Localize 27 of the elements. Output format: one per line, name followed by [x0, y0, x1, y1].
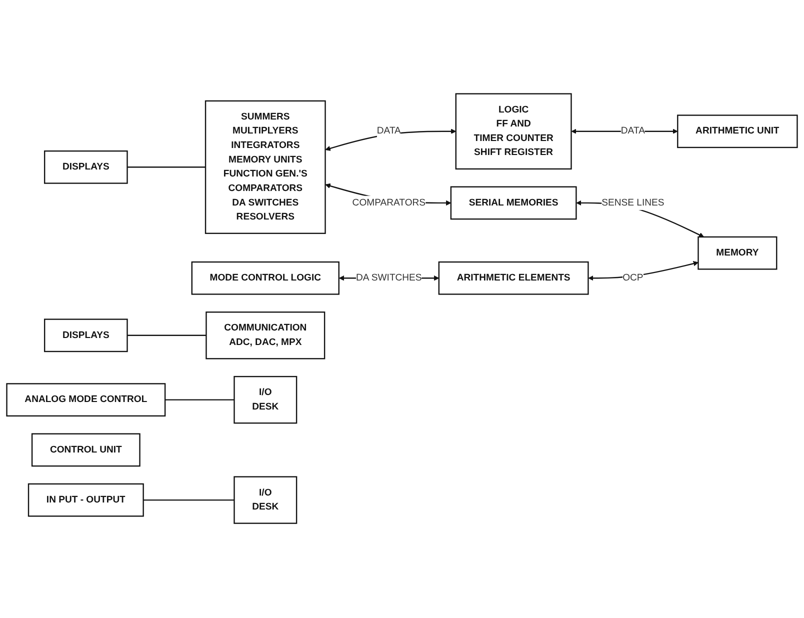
node-box — [234, 376, 298, 424]
node-box — [450, 186, 577, 220]
edge-label: OCP — [622, 273, 644, 284]
connector — [165, 400, 234, 401]
node-box — [455, 94, 572, 170]
edge-label: COMPARATORS — [352, 198, 426, 208]
block-diagram: DATA DATA COMPARATORS DA SWITCHES SENSE LINES OCP DISPLAYS SUMMERS MULTIPLYERS INTEGRATORS MEMORY UNITS FUNCTION GEN.'S COMPARATORS DA SWITCHES RESOLVERS MODE CONTROL LOGIC DISPLAYS COMMUNICATION ADC, DAC, MPX LOGIC FF AND TIMER COUNTER SHIFT REGISTER SERIAL MEMORIES ARITHMETIC ELEMENTS ANALOG MODE CONTROL I/O DESK CONTROL UNIT ARITHMETIC UNIT MEMORY IN PUT - OUTPUT I/O DESK — [2, 89, 802, 529]
node-box — [31, 434, 140, 468]
node-box — [438, 262, 589, 296]
node-box — [234, 476, 298, 524]
node-box — [204, 100, 326, 234]
edge-label: DATA — [620, 126, 645, 137]
node-box — [698, 236, 778, 270]
connector — [143, 500, 234, 502]
node-box — [206, 312, 326, 360]
connector — [127, 167, 206, 168]
arrow — [588, 261, 698, 282]
node-box — [44, 150, 128, 184]
node-box — [44, 319, 128, 353]
edge-label: SENSE LINES — [602, 198, 664, 208]
connector — [127, 335, 206, 336]
node-box — [6, 384, 166, 417]
edge-label: DA SWITCHES — [356, 273, 422, 284]
edge-label: DATA — [376, 126, 401, 137]
node-box — [191, 262, 340, 296]
node-box — [677, 115, 798, 149]
node-box — [28, 484, 144, 518]
